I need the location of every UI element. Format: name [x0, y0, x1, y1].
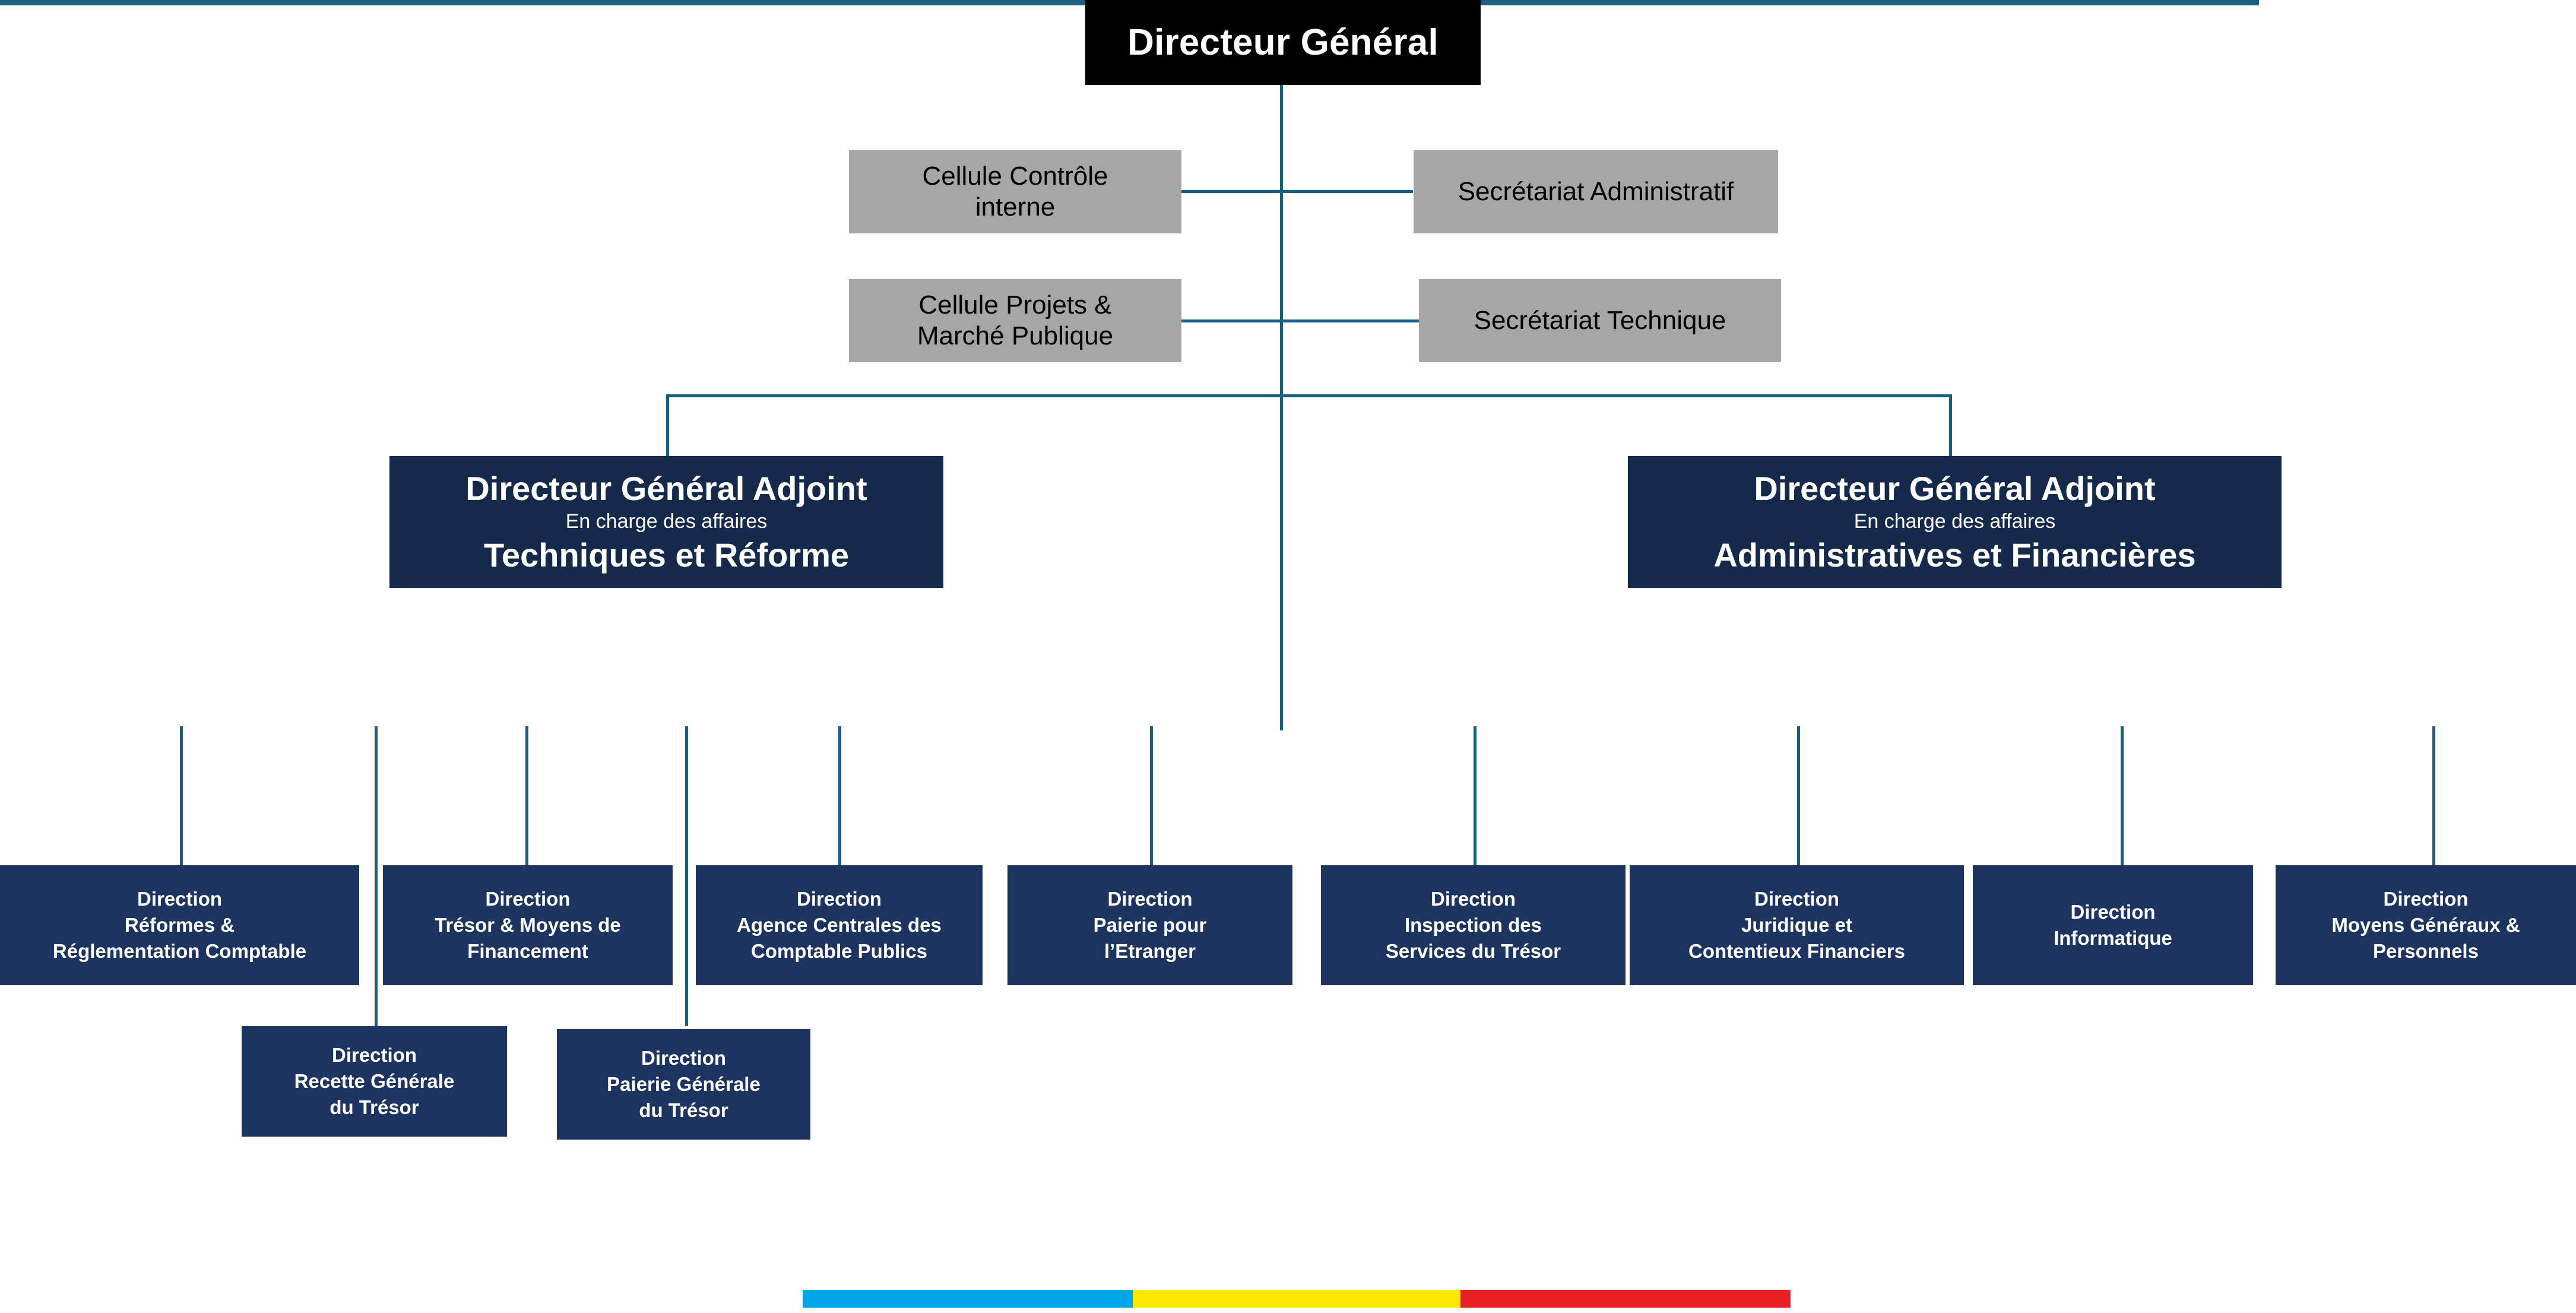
- node-direction-reformes-line3: Réglementation Comptable: [52, 940, 307, 963]
- node-direction-recette-line2: Recette Générale: [294, 1070, 455, 1092]
- node-cellule-projets-line2: Marché Publique: [917, 321, 1114, 350]
- node-direction-tresor-line3: Financement: [467, 940, 588, 963]
- node-direction-paierie-etranger[interactable]: Direction Paierie pour l’Etranger: [1007, 865, 1292, 985]
- node-direction-paierie-generale-tresor[interactable]: Direction Paierie Générale du Trésor: [557, 1029, 810, 1140]
- node-direction-tresor-moyens-financement[interactable]: Direction Trésor & Moyens de Financement: [383, 865, 673, 985]
- connector-staff-row2-right: [1280, 319, 1420, 322]
- node-direction-agence-line1: Direction: [796, 887, 882, 910]
- connector-direction-drop-3: [838, 726, 841, 865]
- node-direction-informatique[interactable]: Direction Informatique: [1973, 865, 2253, 985]
- node-direction-paierie-etranger-line3: l’Etranger: [1104, 940, 1196, 963]
- connector-direction-drop-1: [180, 726, 183, 865]
- node-dga-administratives-subtitle: En charge des affaires: [1853, 510, 2056, 533]
- node-direction-paierie-generale-line1: Direction: [641, 1046, 727, 1069]
- node-secretariat-technique-label: Secrétariat Technique: [1474, 306, 1726, 336]
- node-direction-tresor-line2: Trésor & Moyens de: [435, 913, 621, 936]
- node-direction-juridique-line1: Direction: [1754, 887, 1840, 910]
- node-cellule-controle-interne[interactable]: Cellule Contrôle interne: [849, 150, 1181, 233]
- connector-deputy-drop-right: [1949, 394, 1952, 456]
- node-direction-paierie-etranger-line1: Direction: [1107, 887, 1193, 910]
- node-direction-reformes-line2: Réformes &: [124, 913, 235, 936]
- node-cellule-controle-interne-line1: Cellule Contrôle: [922, 162, 1108, 191]
- node-direction-agence-centrales-comptable-publics[interactable]: Direction Agence Centrales des Comptable…: [696, 865, 983, 985]
- node-dga-techniques-title: Directeur Général Adjoint: [465, 469, 867, 507]
- node-dga-administratives-financieres[interactable]: Directeur Général Adjoint En charge des …: [1628, 456, 2282, 588]
- node-direction-moyens-line2: Moyens Généraux &: [2331, 913, 2520, 936]
- connector-staff-row2-left: [1180, 319, 1285, 322]
- flag-segment-blue: [803, 1290, 1133, 1308]
- connector-direction-drop-5: [1474, 726, 1476, 865]
- node-direction-juridique-line2: Juridique et: [1741, 913, 1853, 936]
- flag-segment-red: [1460, 1290, 1791, 1308]
- node-dga-techniques-scope: Techniques et Réforme: [483, 536, 850, 574]
- node-cellule-projets-line1: Cellule Projets &: [918, 290, 1112, 320]
- node-secretariat-administratif[interactable]: Secrétariat Administratif: [1414, 150, 1778, 233]
- connector-direction-drop-4: [1150, 726, 1153, 865]
- node-direction-inspection-line2: Inspection des: [1404, 913, 1542, 936]
- node-direction-inspection-line3: Services du Trésor: [1385, 940, 1561, 963]
- node-direction-recette-line1: Direction: [331, 1043, 417, 1066]
- flag-segment-yellow: [1132, 1290, 1461, 1308]
- node-direction-juridique-line3: Contentieux Financiers: [1688, 940, 1905, 963]
- node-direction-inspection-services-tresor[interactable]: Direction Inspection des Services du Tré…: [1321, 865, 1626, 985]
- node-secretariat-administratif-label: Secrétariat Administratif: [1457, 177, 1734, 207]
- connector-subdirection-drop-1: [375, 726, 378, 1026]
- node-direction-paierie-generale-line3: du Trésor: [639, 1099, 728, 1122]
- node-directeur-general-label: Directeur Général: [1127, 21, 1438, 63]
- node-direction-reformes-reglementation[interactable]: Direction Réformes & Réglementation Comp…: [0, 865, 359, 985]
- connector-direction-drop-8: [2432, 726, 2435, 865]
- node-direction-informatique-line1: Direction: [2070, 900, 2156, 923]
- node-direction-agence-line2: Agence Centrales des: [737, 913, 942, 936]
- node-direction-reformes-line1: Direction: [137, 887, 223, 910]
- node-secretariat-technique[interactable]: Secrétariat Technique: [1419, 279, 1781, 362]
- node-direction-tresor-line1: Direction: [485, 887, 571, 910]
- connector-direction-drop-7: [2121, 726, 2124, 865]
- node-dga-administratives-title: Directeur Général Adjoint: [1754, 469, 2156, 507]
- node-cellule-controle-interne-line2: interne: [975, 192, 1056, 222]
- node-direction-recette-line3: du Trésor: [329, 1096, 419, 1119]
- node-direction-recette-generale-tresor[interactable]: Direction Recette Générale du Trésor: [242, 1026, 507, 1137]
- node-direction-paierie-generale-line2: Paierie Générale: [607, 1072, 761, 1095]
- connector-staff-row1-left: [1180, 190, 1285, 193]
- connector-direction-drop-2: [525, 726, 528, 865]
- node-directeur-general[interactable]: Directeur Général: [1085, 0, 1481, 85]
- node-direction-informatique-line2: Informatique: [2054, 927, 2172, 949]
- node-direction-moyens-line3: Personnels: [2373, 940, 2479, 963]
- node-direction-inspection-line1: Direction: [1430, 887, 1516, 910]
- connector-deputy-bus: [666, 394, 1952, 397]
- connector-trunk-main: [1280, 83, 1283, 730]
- connector-staff-row1-right: [1280, 190, 1413, 193]
- connector-deputy-drop-left: [666, 394, 669, 456]
- node-direction-juridique-contentieux[interactable]: Direction Juridique et Contentieux Finan…: [1630, 865, 1964, 985]
- connector-subdirection-drop-2: [685, 726, 688, 1026]
- node-cellule-projets-marche-publique[interactable]: Cellule Projets & Marché Publique: [849, 279, 1181, 362]
- node-direction-moyens-generaux-personnels[interactable]: Direction Moyens Généraux & Personnels: [2276, 865, 2576, 985]
- node-dga-administratives-scope: Administratives et Financières: [1713, 536, 2196, 574]
- connector-direction-drop-6: [1797, 726, 1800, 865]
- node-direction-paierie-etranger-line2: Paierie pour: [1093, 913, 1207, 936]
- node-dga-techniques-reforme[interactable]: Directeur Général Adjoint En charge des …: [389, 456, 943, 588]
- node-dga-techniques-subtitle: En charge des affaires: [565, 510, 768, 533]
- flag-color-bar: [803, 1290, 1791, 1308]
- node-direction-agence-line3: Comptable Publics: [750, 940, 928, 963]
- node-direction-moyens-line1: Direction: [2383, 887, 2469, 910]
